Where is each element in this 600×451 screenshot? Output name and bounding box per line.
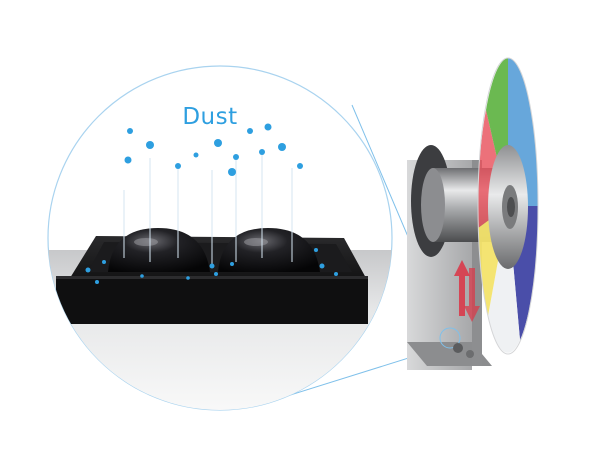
up-down-arrow-icon	[454, 260, 480, 322]
lens-left	[108, 228, 210, 272]
dust-label: Dust	[182, 104, 238, 130]
lens-right	[218, 228, 320, 272]
dust-particles	[85, 123, 338, 284]
dust-trails	[123, 152, 293, 266]
tray-front	[56, 276, 368, 324]
focus-ring	[439, 327, 461, 349]
color-wheel-illustration	[407, 57, 539, 370]
magnified-lens-illustration	[47, 65, 393, 411]
